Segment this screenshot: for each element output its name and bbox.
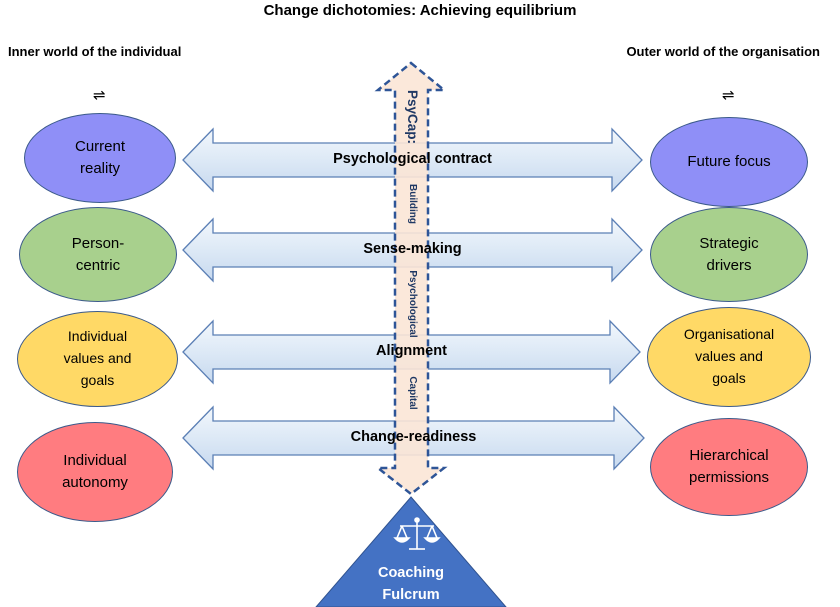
- right-ellipse-future-focus: Future focus: [650, 117, 808, 207]
- arrow-label-change-readiness: Change-readiness: [350, 429, 477, 445]
- vertical-label-building: Building: [407, 184, 418, 224]
- vertical-label-capital: Capital: [407, 376, 418, 410]
- vertical-label-psycap: PsyCap:: [405, 89, 420, 145]
- equilibrium-icon-right: ⇌: [722, 86, 735, 104]
- scales-icon: [393, 517, 441, 550]
- left-ellipse-person-centric: Person-centric: [19, 207, 177, 302]
- arrow-label-sense-making: Sense-making: [363, 241, 462, 257]
- arrow-label-alignment: Alignment: [376, 343, 447, 359]
- fulcrum-triangle: [315, 496, 507, 607]
- left-heading: Inner world of the individual: [8, 44, 182, 59]
- vertical-label-psychological: Psychological: [407, 270, 418, 338]
- diagram-title: Change dichotomies: Achieving equilibriu…: [263, 2, 577, 19]
- equilibrium-icon-left: ⇌: [93, 86, 106, 104]
- fulcrum-label: Coaching Fulcrum: [377, 565, 445, 604]
- arrow-label-psychological-contract: Psychological contract: [333, 151, 492, 167]
- vertical-psycap-arrow: [374, 61, 448, 496]
- right-heading: Outer world of the organisation: [626, 44, 820, 59]
